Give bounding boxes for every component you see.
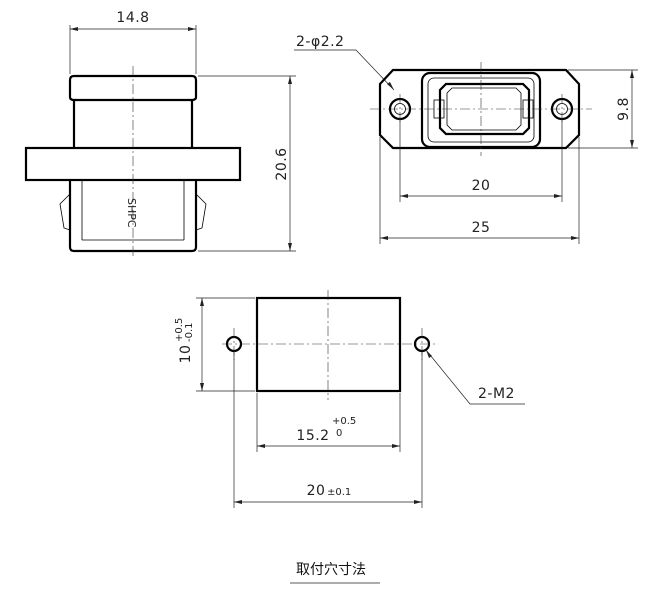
cutout-hole-pitch-tol: ±0.1 [327,487,351,498]
side-overall-width-dimension: 25 [472,220,491,236]
side-view: 2-φ2.2 9.8 20 [294,34,638,244]
mounting-cutout-view: 10 +0.5 -0.1 15.2 +0.5 0 20 ±0.1 2-M2 取付… [174,290,525,584]
front-height-dimension: 20.6 [274,147,290,180]
cutout-rectangle [255,296,402,393]
cutout-hole-pitch-base: 20 [307,483,326,499]
cutout-width-tol-lower: 0 [336,428,342,439]
cutout-height-tol-lower: -0.1 [184,322,195,342]
cutout-caption: 取付穴寸法 [296,562,366,578]
front-spring-clip-right [195,193,207,231]
front-spring-clip-left [59,193,71,231]
front-view: 14.8 SHPC 20.6 [24,10,296,258]
cutout-height-tol-upper: +0.5 [174,318,185,342]
side-socket [438,82,531,136]
side-hole-pitch-dimension: 20 [472,178,491,194]
cutout-width-base: 15.2 [296,428,329,444]
side-housing-outline [378,68,581,150]
cutout-hole-callout: 2-M2 [478,386,515,402]
front-width-dimension: 14.8 [116,10,149,26]
side-height-dimension: 9.8 [616,97,632,121]
side-hole-callout: 2-φ2.2 [296,34,344,50]
cutout-height-base: 10 [178,345,194,364]
front-side-marking: SHPC [125,198,138,228]
cutout-width-tol-upper: +0.5 [332,416,356,427]
